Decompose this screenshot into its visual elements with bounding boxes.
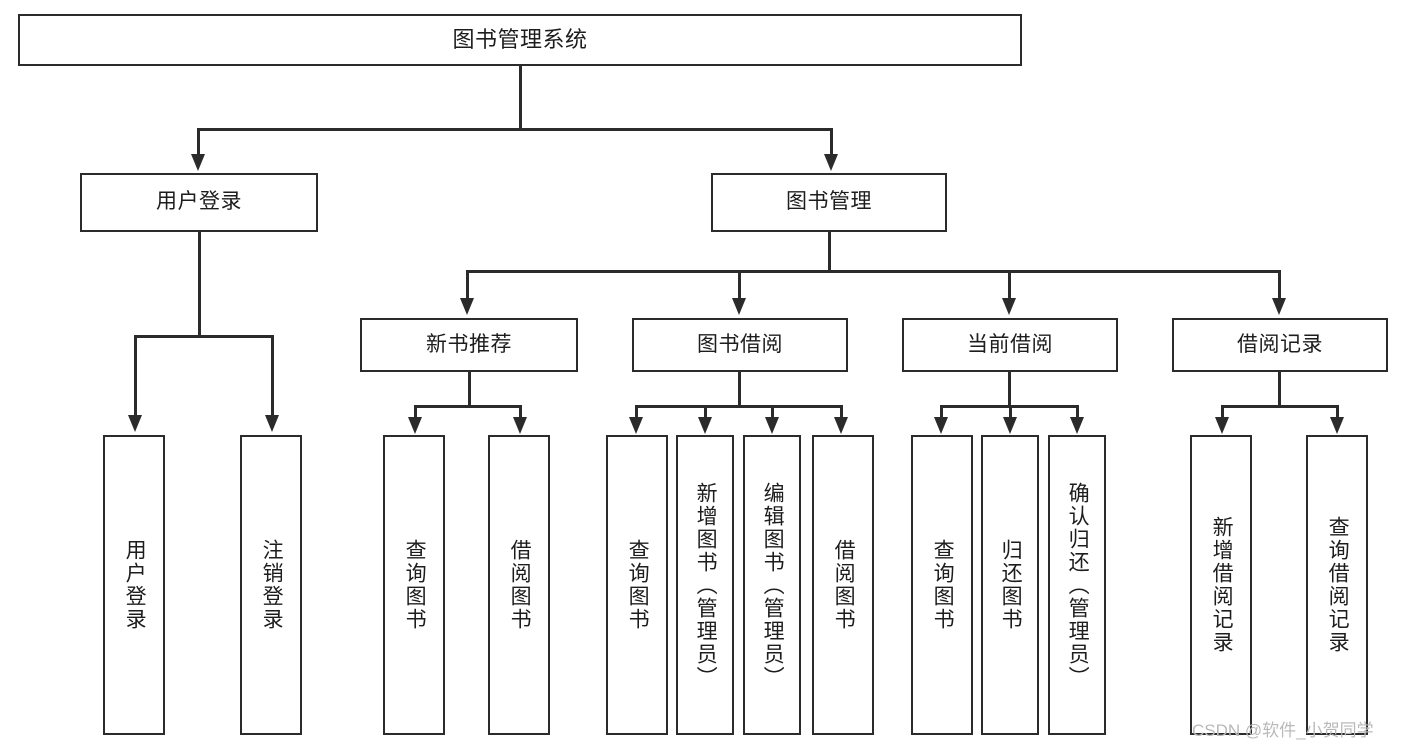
connector-drop-l3-3 [1278, 270, 1281, 300]
arrowhead-bb-leaf-0 [629, 417, 643, 434]
node-label: 借阅记录 [1237, 332, 1323, 356]
arrowhead-ul-leaf-1 [265, 415, 279, 432]
leaf-label: 用户登录 [123, 539, 147, 631]
arrowhead-bb-leaf-1 [698, 417, 712, 434]
arrowhead-br-leaf-1 [1330, 417, 1344, 434]
connector-drop-l3-2 [1008, 270, 1011, 300]
leaf-label: 编辑图书（管理员） [761, 481, 785, 689]
connector-drop-br-leaf-0 [1221, 405, 1224, 419]
node-current-borrow[interactable]: 当前借阅 [902, 318, 1118, 372]
leaf-label: 查询图书 [626, 539, 650, 631]
connector-drop-bb-leaf-3 [840, 405, 843, 419]
arrowhead-l3-1 [732, 298, 746, 315]
connector-drop-ul-leaf-0 [134, 335, 137, 417]
connector-cb-stem [1008, 372, 1011, 407]
node-label: 当前借阅 [967, 332, 1053, 356]
leaf-label: 查询图书 [403, 539, 427, 631]
leaf-new-book-recommend-0[interactable]: 查询图书 [383, 435, 445, 735]
node-new-book-recommend[interactable]: 新书推荐 [360, 318, 578, 372]
arrowhead-user-login [191, 154, 205, 171]
arrowhead-cb-leaf-1 [1003, 417, 1017, 434]
connector-br-stem [1278, 372, 1281, 407]
connector-root-stem [519, 66, 522, 130]
connector-nbr-stem [468, 372, 471, 407]
connector-drop-user-login [197, 128, 200, 156]
connector-drop-bb-leaf-1 [704, 405, 707, 419]
leaf-borrow-record-0[interactable]: 新增借阅记录 [1190, 435, 1252, 735]
node-root-system[interactable]: 图书管理系统 [18, 14, 1022, 66]
connector-nbr-bus [414, 405, 522, 408]
leaf-current-borrow-2[interactable]: 确认归还（管理员） [1048, 435, 1106, 735]
leaf-book-borrow-1[interactable]: 新增图书（管理员） [676, 435, 734, 735]
leaf-label: 注销登录 [260, 539, 284, 631]
leaf-book-borrow-2[interactable]: 编辑图书（管理员） [743, 435, 801, 735]
connector-bb-bus [635, 405, 843, 408]
arrowhead-l3-0 [460, 298, 474, 315]
connector-drop-nbr-leaf-1 [519, 405, 522, 419]
connector-bb-stem [738, 372, 741, 407]
connector-drop-l3-0 [466, 270, 469, 300]
leaf-current-borrow-1[interactable]: 归还图书 [981, 435, 1039, 735]
connector-drop-cb-leaf-2 [1076, 405, 1079, 419]
connector-drop-l3-1 [738, 270, 741, 300]
leaf-label: 归还图书 [999, 539, 1023, 631]
leaf-label: 查询借阅记录 [1326, 516, 1350, 654]
leaf-label: 借阅图书 [508, 539, 532, 631]
connector-drop-cb-leaf-1 [1009, 405, 1012, 419]
node-book-borrow[interactable]: 图书借阅 [632, 318, 848, 372]
node-book-manage[interactable]: 图书管理 [711, 173, 947, 232]
arrowhead-l3-3 [1272, 298, 1286, 315]
leaf-current-borrow-0[interactable]: 查询图书 [911, 435, 973, 735]
arrowhead-cb-leaf-0 [934, 417, 948, 434]
connector-drop-book-manage [830, 128, 833, 156]
connector-br-bus [1221, 405, 1339, 408]
connector-drop-bb-leaf-2 [771, 405, 774, 419]
leaf-label: 确认归还（管理员） [1066, 481, 1090, 689]
leaf-label: 新增借阅记录 [1210, 516, 1234, 654]
arrowhead-nbr-leaf-1 [513, 417, 527, 434]
node-label: 图书管理系统 [452, 27, 588, 53]
connector-book-manage-bus [466, 270, 1281, 273]
leaf-new-book-recommend-1[interactable]: 借阅图书 [488, 435, 550, 735]
node-user-login[interactable]: 用户登录 [80, 173, 318, 232]
connector-drop-br-leaf-1 [1336, 405, 1339, 419]
node-label: 图书借阅 [697, 332, 783, 356]
leaf-borrow-record-1[interactable]: 查询借阅记录 [1306, 435, 1368, 735]
leaf-user-login-1[interactable]: 注销登录 [240, 435, 302, 735]
arrowhead-cb-leaf-2 [1070, 417, 1084, 434]
node-label: 图书管理 [786, 190, 872, 214]
connector-drop-cb-leaf-0 [940, 405, 943, 419]
connector-drop-nbr-leaf-0 [414, 405, 417, 419]
arrowhead-br-leaf-0 [1215, 417, 1229, 434]
connector-root-bus [197, 128, 833, 131]
arrowhead-ul-leaf-0 [128, 415, 142, 432]
watermark-text: CSDN @软件_小贺同学 [1192, 721, 1374, 740]
arrowhead-l3-2 [1002, 298, 1016, 315]
node-borrow-record[interactable]: 借阅记录 [1172, 318, 1388, 372]
connector-user-login-stem [198, 232, 201, 338]
connector-drop-ul-leaf-1 [271, 335, 274, 417]
leaf-label: 借阅图书 [832, 539, 856, 631]
arrowhead-bb-leaf-2 [765, 417, 779, 434]
node-label: 新书推荐 [426, 332, 512, 356]
arrowhead-bb-leaf-3 [834, 417, 848, 434]
leaf-label: 查询图书 [931, 539, 955, 631]
connector-user-login-bus [134, 335, 274, 338]
connector-book-manage-stem [828, 232, 831, 272]
leaf-book-borrow-0[interactable]: 查询图书 [606, 435, 668, 735]
leaf-book-borrow-3[interactable]: 借阅图书 [812, 435, 874, 735]
connector-drop-bb-leaf-0 [635, 405, 638, 419]
leaf-label: 新增图书（管理员） [694, 481, 718, 689]
node-label: 用户登录 [156, 190, 242, 214]
arrowhead-book-manage [824, 154, 838, 171]
arrowhead-nbr-leaf-0 [408, 417, 422, 434]
leaf-user-login-0[interactable]: 用户登录 [103, 435, 165, 735]
